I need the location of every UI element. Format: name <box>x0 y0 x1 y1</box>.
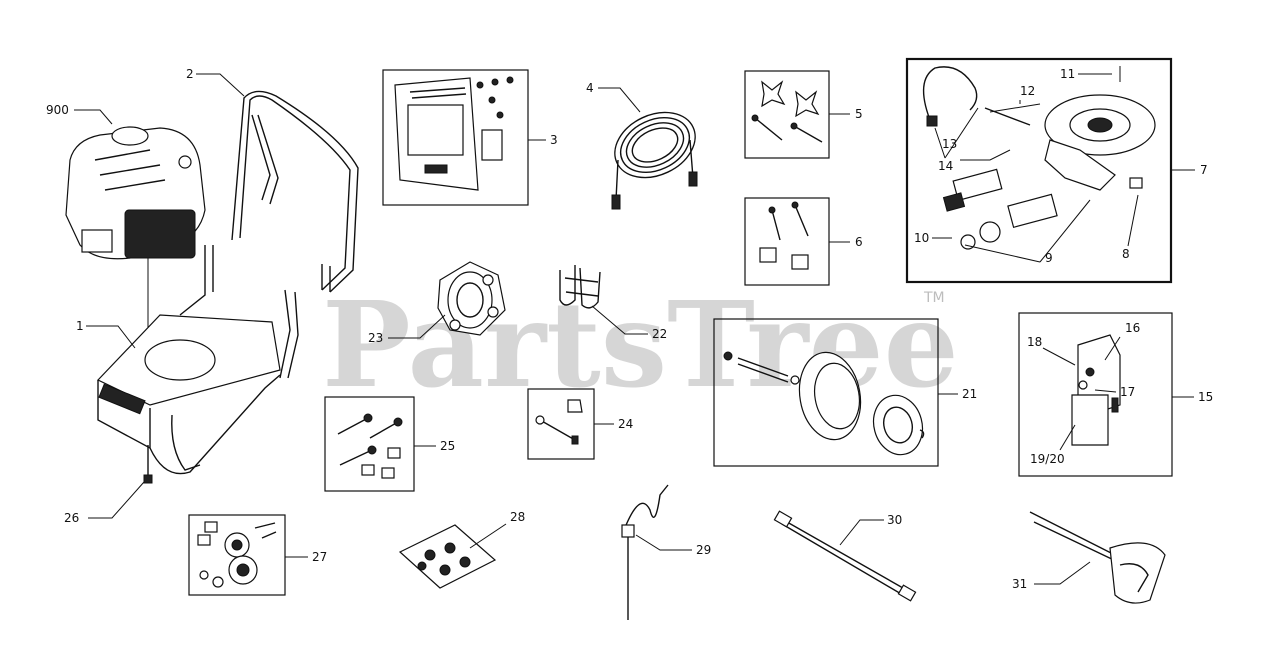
callout-28: 28 <box>510 510 525 524</box>
callout-1920: 19/20 <box>1030 452 1065 466</box>
part-2-handle[interactable] <box>231 90 359 293</box>
part-21-wheel-kit[interactable] <box>713 318 939 467</box>
part-6-kit[interactable] <box>744 197 830 286</box>
callout-900: 900 <box>46 103 69 117</box>
part-22-bracket[interactable] <box>559 265 601 309</box>
callout-23: 23 <box>368 331 383 345</box>
callout-29: 29 <box>696 543 711 557</box>
part-28-kit[interactable] <box>398 524 497 589</box>
callout-21: 21 <box>962 387 977 401</box>
callout-16: 16 <box>1125 321 1140 335</box>
watermark-trademark: TM <box>923 290 945 306</box>
callout-5: 5 <box>855 107 863 121</box>
part-27-kit[interactable] <box>188 514 286 596</box>
part-4-hose[interactable] <box>604 100 705 210</box>
part-900-engine[interactable] <box>65 126 206 372</box>
callout-26: 26 <box>64 511 79 525</box>
part-3-control-panel[interactable] <box>382 69 529 206</box>
callout-24: 24 <box>618 417 633 431</box>
part-29-wand[interactable] <box>621 484 669 620</box>
callout-3: 3 <box>550 133 558 147</box>
callout-4: 4 <box>586 81 594 95</box>
callout-18: 18 <box>1027 335 1042 349</box>
part-30-lance[interactable] <box>773 510 917 602</box>
callout-17: 17 <box>1120 385 1135 399</box>
part-31-spray-gun[interactable] <box>1029 511 1166 604</box>
watermark-text: PartsTree <box>322 275 959 414</box>
callout-15: 15 <box>1198 390 1213 404</box>
callout-31: 31 <box>1012 577 1027 591</box>
part-5-kit[interactable] <box>744 70 830 159</box>
part-26-screw[interactable] <box>143 445 153 484</box>
callout-11: 11 <box>1060 67 1075 81</box>
callout-2: 2 <box>186 67 194 81</box>
callout-8: 8 <box>1122 247 1130 261</box>
callout-14: 14 <box>938 159 953 173</box>
callout-27: 27 <box>312 550 327 564</box>
callout-7: 7 <box>1200 163 1208 177</box>
callout-22: 22 <box>652 327 667 341</box>
callout-25: 25 <box>440 439 455 453</box>
callout-13: 13 <box>942 137 957 151</box>
callout-12: 12 <box>1020 84 1035 98</box>
callout-6: 6 <box>855 235 863 249</box>
callout-9: 9 <box>1045 251 1053 265</box>
callout-10: 10 <box>914 231 929 245</box>
callout-1: 1 <box>76 319 84 333</box>
callout-30: 30 <box>887 513 902 527</box>
part-7-pump-assembly[interactable] <box>905 57 1173 284</box>
part-25-kit[interactable] <box>324 396 415 492</box>
part-23-hose-reel[interactable] <box>437 261 506 336</box>
part-1-frame[interactable] <box>96 245 299 475</box>
part-15-kit[interactable] <box>1018 312 1173 477</box>
